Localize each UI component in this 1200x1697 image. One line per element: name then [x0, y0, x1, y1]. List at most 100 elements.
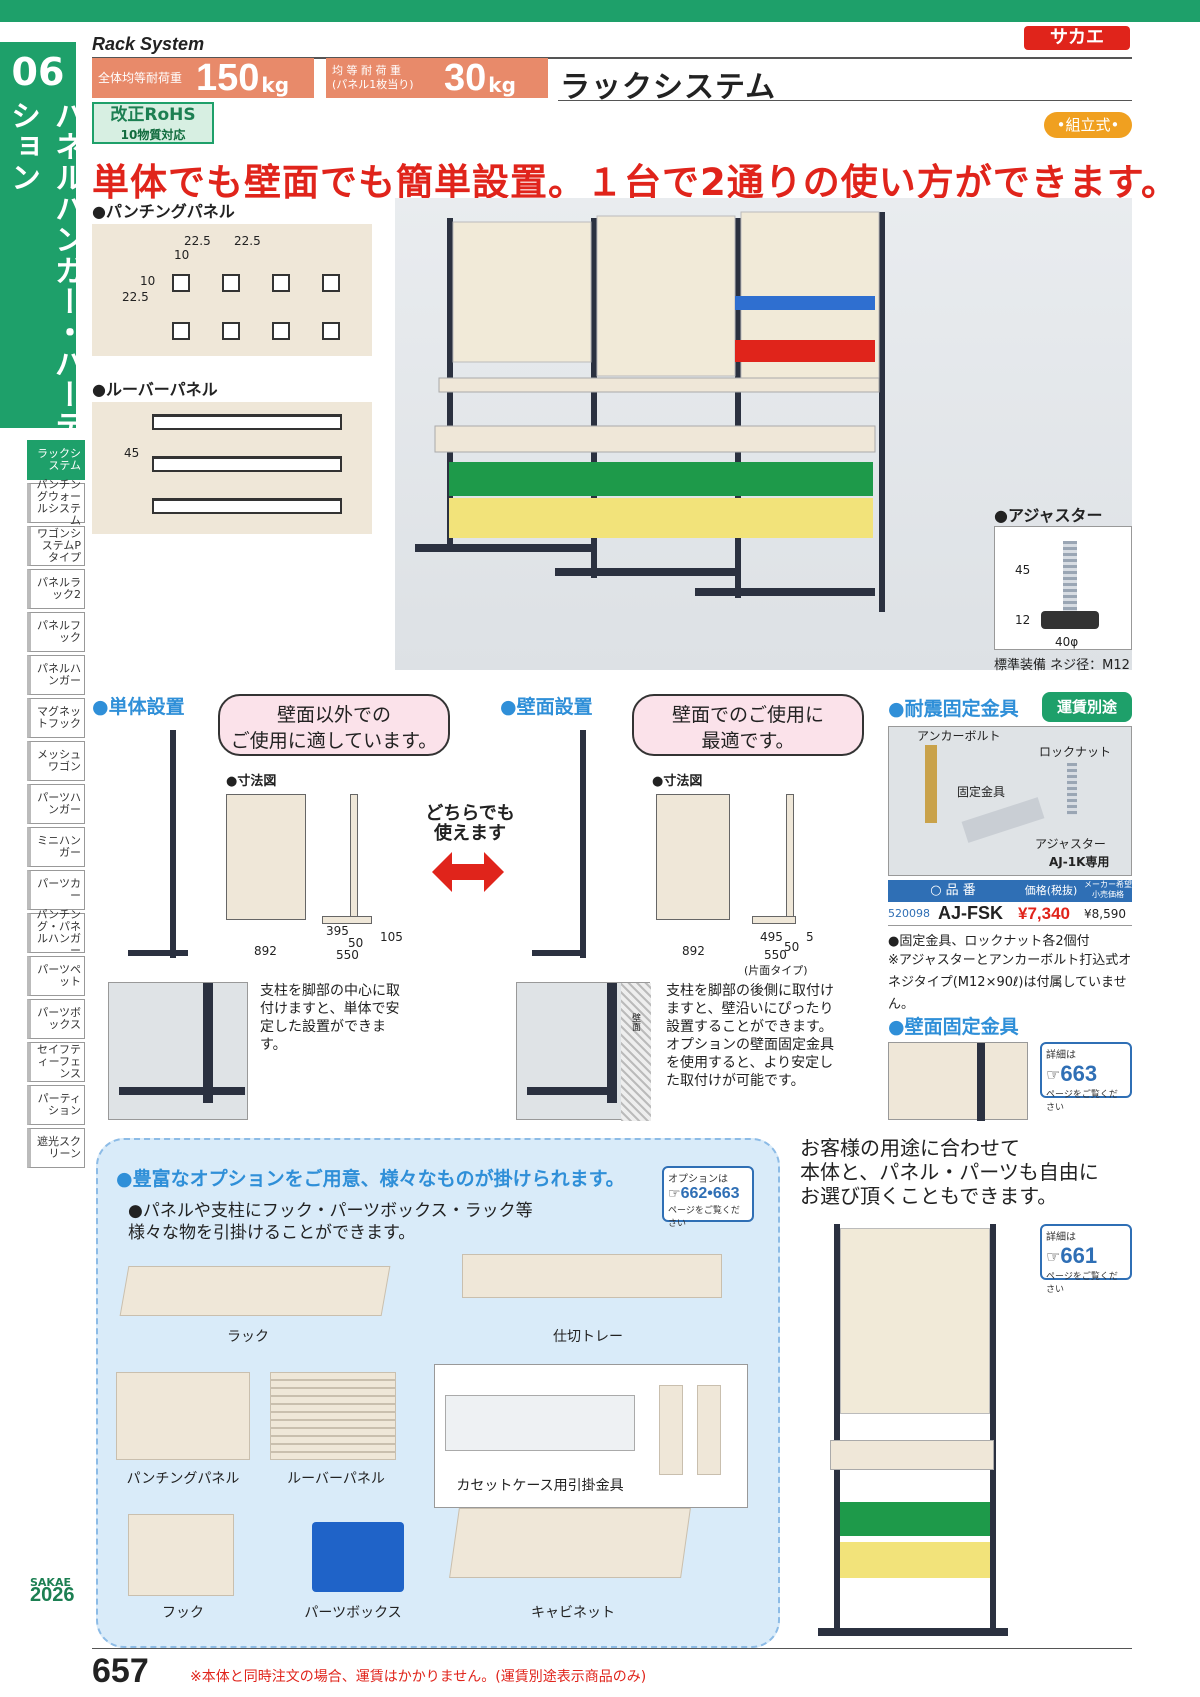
- nav-item[interactable]: ラックシステム: [27, 440, 85, 480]
- ref-suffix: ページをご覧ください: [668, 1206, 740, 1229]
- col-price: 価格(税抜): [1024, 884, 1078, 897]
- custom-rack-photo: [818, 1224, 1010, 1640]
- rack-shelf-image: [119, 1266, 391, 1316]
- dim-label: 22.5: [184, 234, 211, 248]
- quake-fixture-photo: アンカーボルト ロックナット 固定金具 アジャスター AJ-1K専用: [888, 726, 1132, 876]
- adj-only-label: AJ-1K専用: [1049, 855, 1110, 869]
- dim-label: 395: [326, 924, 349, 938]
- single-dim-title: ●寸法図: [226, 774, 277, 789]
- nav-item[interactable]: パーツペット: [27, 956, 85, 996]
- punch-hole: [222, 274, 240, 292]
- nav-item[interactable]: パーツハンガー: [27, 784, 85, 824]
- panel-load-value: 30: [444, 56, 487, 99]
- adjuster-bolt: [1063, 541, 1077, 613]
- options-desc: ●パネルや支柱にフック・パーツボックス・ラック等 様々な物を引掛けることができま…: [128, 1201, 533, 1243]
- dim-label: 12: [1015, 613, 1031, 627]
- assembly-badge: •組立式•: [1044, 112, 1132, 138]
- punching-panel-diagram: 22.5 22.5 10 10 22.5: [92, 224, 372, 356]
- nav-item[interactable]: パネルラック2: [27, 569, 85, 609]
- nav-item[interactable]: セイフティーフェンス: [27, 1042, 85, 1082]
- either-label: どちらでも 使えます: [425, 803, 515, 844]
- louver-slat: [152, 414, 342, 430]
- wall-closeup: 壁面: [516, 982, 651, 1121]
- dim-label: 892: [682, 944, 705, 958]
- fix-label: 固定金具: [957, 785, 1006, 799]
- wall-fixture-title: ●壁面固定金具: [888, 1016, 1019, 1038]
- ref-suffix: ページをご覧ください: [1046, 1272, 1118, 1295]
- single-front-view: [226, 794, 306, 920]
- option-label: 仕切トレー: [553, 1329, 623, 1345]
- louver-slat: [152, 456, 342, 472]
- chapter-title: パネルハンガー・パーティション: [5, 100, 84, 472]
- wall-desc: 支柱を脚部の後側に取付けますと、壁沿いにぴったり設置することができます。オプショ…: [666, 983, 834, 1089]
- nav-item[interactable]: パンチングウォールシステム: [27, 479, 85, 527]
- shipping-separate-badge: 運賃別途: [1042, 692, 1132, 722]
- pointing-hand-icon: ☞: [1046, 1064, 1061, 1084]
- dim-label: 10: [174, 248, 190, 262]
- chapter-tab: 06 パネルハンガー・パーティション: [0, 42, 84, 472]
- nav-item[interactable]: ミニハンガー: [27, 827, 85, 867]
- option-label: ルーバーパネル: [287, 1471, 385, 1487]
- options-ref[interactable]: オプションは ☞662•663 ページをご覧ください: [662, 1166, 754, 1229]
- dim-label: 10: [140, 274, 156, 288]
- adj-label: アジャスター: [1035, 837, 1106, 851]
- dim-label: 50: [784, 940, 800, 954]
- single-bubble: 壁面以外での ご使用に適しています。: [218, 694, 450, 756]
- dim-label: 105: [380, 930, 403, 944]
- total-load-badge: 全体均等耐荷重 150 kg: [92, 56, 314, 99]
- price-table: ○ 品 番 価格(税抜) メーカー希望小売価格 520098 AJ-FSK ¥7…: [888, 880, 1132, 926]
- punch-hole: [272, 322, 290, 340]
- nav-item[interactable]: 遮光スクリーン: [27, 1128, 85, 1168]
- rack-panel: [840, 1228, 990, 1414]
- dim-label: 22.5: [122, 290, 149, 304]
- wall-side-view: [786, 794, 794, 920]
- nav-item[interactable]: パーティション: [27, 1085, 85, 1125]
- custom-ref[interactable]: 詳細は ☞661 ページをご覧ください: [1040, 1224, 1132, 1295]
- nav-item[interactable]: マグネットフック: [27, 698, 85, 738]
- nav-item[interactable]: パンチング・パネルハンガー: [27, 909, 85, 957]
- wall-hatch: [621, 983, 651, 1121]
- dim-label: (片面タイプ): [744, 964, 808, 977]
- wall-fixture-ref[interactable]: 詳細は ☞663 ページをご覧ください: [1040, 1042, 1132, 1113]
- single-install-title: ●単体設置: [92, 696, 185, 718]
- brand-name: SAKAE: [30, 1576, 71, 1589]
- divider-tray-image: [462, 1254, 722, 1298]
- nav-item[interactable]: パーツボックス: [27, 999, 85, 1039]
- chapter-number: 06: [11, 50, 65, 94]
- single-side-base: [322, 916, 372, 924]
- punching-panel-image: [116, 1372, 250, 1460]
- cassette-hanger-box: カセットケース用引掛金具: [434, 1364, 748, 1508]
- rack-system-photo: [395, 198, 1132, 670]
- panel-load-badge: 均 等 耐 荷 重 (パネル1枚当り) 30 kg: [326, 56, 548, 99]
- hanger-bracket-image: [659, 1385, 683, 1475]
- louver-panel-caption: ●ルーバーパネル: [92, 380, 218, 399]
- item-code: 520098: [888, 907, 930, 920]
- price-table-header: ○ 品 番 価格(税抜) メーカー希望小売価格: [888, 880, 1132, 902]
- dim-label: 40φ: [1055, 635, 1079, 649]
- msrp: ¥8,590: [1084, 906, 1126, 921]
- rohs-main: 改正RoHS: [110, 105, 196, 125]
- page-title: ラックシステム: [560, 70, 777, 105]
- dim-label: 22.5: [234, 234, 261, 248]
- ref-suffix: ページをご覧ください: [1046, 1090, 1118, 1113]
- green-bins: [840, 1502, 990, 1536]
- nav-item[interactable]: パーツカー: [27, 870, 85, 910]
- page-number: 657: [92, 1652, 149, 1690]
- panel-load-label: 均 等 耐 荷 重 (パネル1枚当り): [332, 64, 414, 91]
- quake-fixture-title: ●耐震固定金具: [888, 698, 1019, 720]
- nav-item[interactable]: パネルフック: [27, 612, 85, 652]
- hook-image: [128, 1514, 234, 1596]
- single-side-view: [350, 794, 358, 920]
- total-load-value: 150: [196, 56, 260, 99]
- adjuster-caption: ●アジャスター: [994, 506, 1103, 525]
- nav-item[interactable]: パネルハンガー: [27, 655, 85, 695]
- wall-stand-post: [580, 730, 586, 958]
- single-closeup: [108, 982, 248, 1120]
- nav-item[interactable]: メッシュワゴン: [27, 741, 85, 781]
- punch-hole: [172, 322, 190, 340]
- option-label: パンチングパネル: [126, 1471, 240, 1487]
- nav-item[interactable]: ワゴンシステムPタイプ: [27, 526, 85, 566]
- ref-page: 663: [1060, 1061, 1098, 1086]
- parts-box-image: [312, 1522, 404, 1592]
